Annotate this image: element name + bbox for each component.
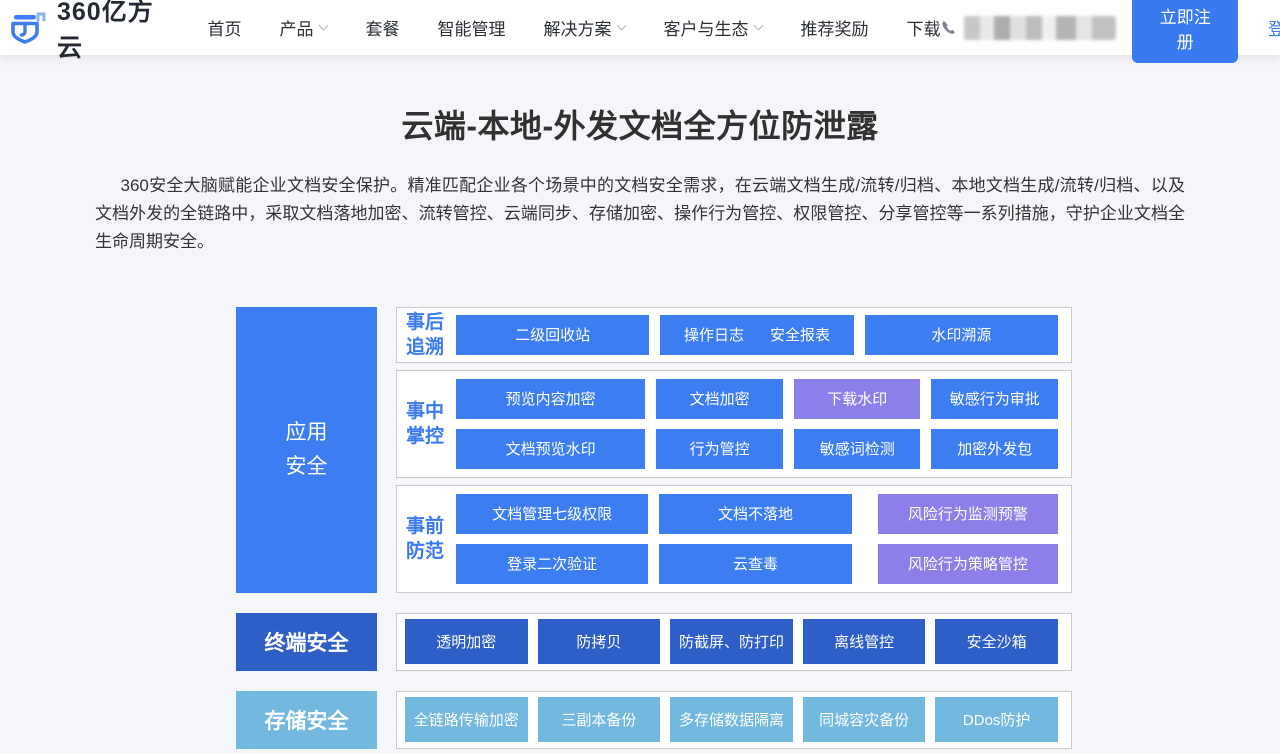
phone-number-redacted bbox=[964, 15, 1117, 40]
traceability-row: 事后 追溯 二级回收站 操作日志 安全报表 水印溯源 bbox=[396, 306, 1072, 363]
label-line: 事前 bbox=[406, 515, 445, 537]
feature-block: 文档管理七级权限 bbox=[456, 493, 649, 534]
feature-block: 行为管控 bbox=[656, 428, 783, 469]
feature-block: 风险行为策略管控 bbox=[877, 543, 1059, 584]
chevron-down-icon bbox=[617, 20, 627, 31]
terminal-security-group: 终端安全 透明加密 防拷贝 防截屏、防打印 离线管控 安全沙箱 bbox=[236, 612, 1072, 671]
feature-block: DDos防护 bbox=[935, 697, 1058, 743]
nav-label: 智能管理 bbox=[437, 20, 506, 39]
nav-item-solutions[interactable]: 解决方案 bbox=[543, 15, 627, 40]
feature-block: 二级回收站 bbox=[456, 314, 650, 355]
top-navigation-bar: 360亿方云 首页 产品 套餐 智能管理 解决方案 客户与生态 推荐奖励 下载 … bbox=[0, 0, 1280, 63]
feature-label: 安全报表 bbox=[769, 327, 830, 345]
feature-block: 透明加密 bbox=[405, 619, 528, 665]
prevention-cells: 文档管理七级权限 文档不落地 风险行为监测预警 登录二次验证 云查毒 风险行为策… bbox=[456, 493, 1059, 584]
app-security-label-line1: 应用 bbox=[285, 421, 328, 445]
terminal-security-block: 终端安全 bbox=[236, 612, 377, 671]
storage-security-block: 存储安全 bbox=[236, 690, 377, 749]
feature-block: 敏感词检测 bbox=[793, 428, 921, 469]
logo-icon bbox=[8, 8, 48, 48]
logo-text: 360亿方云 bbox=[57, 0, 154, 62]
nav-item-referral-rewards[interactable]: 推荐奖励 bbox=[800, 15, 868, 40]
prevention-row: 事前 防范 文档管理七级权限 文档不落地 风险行为监测预警 登录二次验证 云查毒… bbox=[396, 484, 1072, 593]
logo[interactable]: 360亿方云 bbox=[8, 0, 179, 64]
feature-block: 全链路传输加密 bbox=[405, 697, 528, 743]
in-process-row: 事中 掌控 预览内容加密 文档加密 下载水印 敏感行为审批 文档预览水印 行为管… bbox=[396, 369, 1072, 478]
chevron-down-icon bbox=[319, 20, 329, 31]
feature-block: 云查毒 bbox=[659, 543, 852, 584]
feature-block: 安全沙箱 bbox=[935, 619, 1058, 665]
feature-block: 水印溯源 bbox=[864, 314, 1058, 355]
feature-block: 文档加密 bbox=[656, 378, 783, 419]
label-line: 事中 bbox=[406, 400, 445, 422]
nav-item-home[interactable]: 首页 bbox=[207, 15, 241, 40]
traceability-cells: 二级回收站 操作日志 安全报表 水印溯源 bbox=[456, 314, 1058, 355]
feature-block: 三副本备份 bbox=[537, 697, 661, 743]
nav-label: 套餐 bbox=[365, 20, 400, 39]
nav-item-plans[interactable]: 套餐 bbox=[365, 15, 399, 40]
app-security-block: 应用 安全 bbox=[236, 306, 377, 593]
storage-row: 全链路传输加密 三副本备份 多存储数据隔离 同城容灾备份 DDos防护 bbox=[396, 690, 1072, 749]
in-process-cells: 预览内容加密 文档加密 下载水印 敏感行为审批 文档预览水印 行为管控 敏感词检… bbox=[456, 378, 1059, 469]
storage-security-group: 存储安全 全链路传输加密 三副本备份 多存储数据隔离 同城容灾备份 DDos防护 bbox=[236, 690, 1072, 749]
feature-block: 操作日志 安全报表 bbox=[660, 314, 854, 355]
nav-item-customers-ecosystem[interactable]: 客户与生态 bbox=[663, 15, 764, 40]
login-link[interactable]: 登录 bbox=[1268, 20, 1280, 39]
chevron-down-icon bbox=[754, 20, 764, 31]
main-nav: 首页 产品 套餐 智能管理 解决方案 客户与生态 推荐奖励 下载 bbox=[207, 15, 940, 40]
nav-label: 首页 bbox=[207, 20, 242, 39]
register-button[interactable]: 立即注册 bbox=[1132, 0, 1238, 63]
nav-label: 下载 bbox=[906, 20, 941, 39]
phone-icon bbox=[940, 19, 958, 37]
page-title: 云端-本地-外发文档全方位防泄露 bbox=[401, 108, 879, 144]
feature-block: 离线管控 bbox=[802, 619, 926, 665]
feature-block: 敏感行为审批 bbox=[931, 378, 1059, 419]
nav-label: 客户与生态 bbox=[663, 20, 749, 39]
feature-block: 风险行为监测预警 bbox=[877, 493, 1059, 534]
app-security-group: 应用 安全 事后 追溯 二级回收站 操作日志 bbox=[236, 306, 1072, 593]
feature-block: 加密外发包 bbox=[931, 428, 1059, 469]
nav-label: 推荐奖励 bbox=[800, 20, 869, 39]
terminal-security-rows: 透明加密 防拷贝 防截屏、防打印 离线管控 安全沙箱 bbox=[396, 612, 1072, 671]
feature-block: 防拷贝 bbox=[537, 619, 661, 665]
feature-block: 多存储数据隔离 bbox=[670, 697, 793, 743]
label-line: 掌控 bbox=[406, 425, 445, 447]
in-process-label: 事中 掌控 bbox=[406, 399, 456, 449]
feature-block: 防截屏、防打印 bbox=[670, 619, 793, 665]
nav-item-download[interactable]: 下载 bbox=[906, 15, 940, 40]
nav-label: 解决方案 bbox=[543, 20, 612, 39]
label-line: 事后 bbox=[406, 311, 445, 333]
security-section: 云端-本地-外发文档全方位防泄露 360安全大脑赋能企业文档安全保护。精准匹配企… bbox=[0, 55, 1280, 749]
label-line: 追溯 bbox=[406, 336, 445, 358]
feature-block: 文档预览水印 bbox=[456, 428, 646, 469]
security-architecture-diagram: 应用 安全 事后 追溯 二级回收站 操作日志 bbox=[236, 306, 1072, 749]
nav-label: 产品 bbox=[279, 20, 314, 39]
terminal-row: 透明加密 防拷贝 防截屏、防打印 离线管控 安全沙箱 bbox=[396, 612, 1072, 671]
feature-block: 下载水印 bbox=[793, 378, 921, 419]
feature-block: 预览内容加密 bbox=[456, 378, 646, 419]
nav-item-products[interactable]: 产品 bbox=[279, 15, 329, 40]
header-right: 立即注册 登录 bbox=[940, 0, 1280, 63]
contact-phone[interactable] bbox=[940, 15, 1117, 40]
traceability-label: 事后 追溯 bbox=[406, 310, 456, 360]
feature-block: 同城容灾备份 bbox=[802, 697, 926, 743]
app-security-label-line2: 安全 bbox=[285, 454, 328, 478]
feature-block: 文档不落地 bbox=[659, 493, 852, 534]
section-description: 360安全大脑赋能企业文档安全保护。精准匹配企业各个场景中的文档安全需求，在云端… bbox=[95, 176, 1185, 252]
storage-security-rows: 全链路传输加密 三副本备份 多存储数据隔离 同城容灾备份 DDos防护 bbox=[396, 690, 1072, 749]
feature-label: 操作日志 bbox=[683, 327, 744, 345]
label-line: 防范 bbox=[406, 540, 445, 562]
app-security-rows: 事后 追溯 二级回收站 操作日志 安全报表 水印溯源 bbox=[396, 306, 1072, 593]
feature-block: 登录二次验证 bbox=[456, 543, 649, 584]
nav-item-smart-management[interactable]: 智能管理 bbox=[437, 15, 505, 40]
prevention-label: 事前 防范 bbox=[406, 514, 456, 564]
